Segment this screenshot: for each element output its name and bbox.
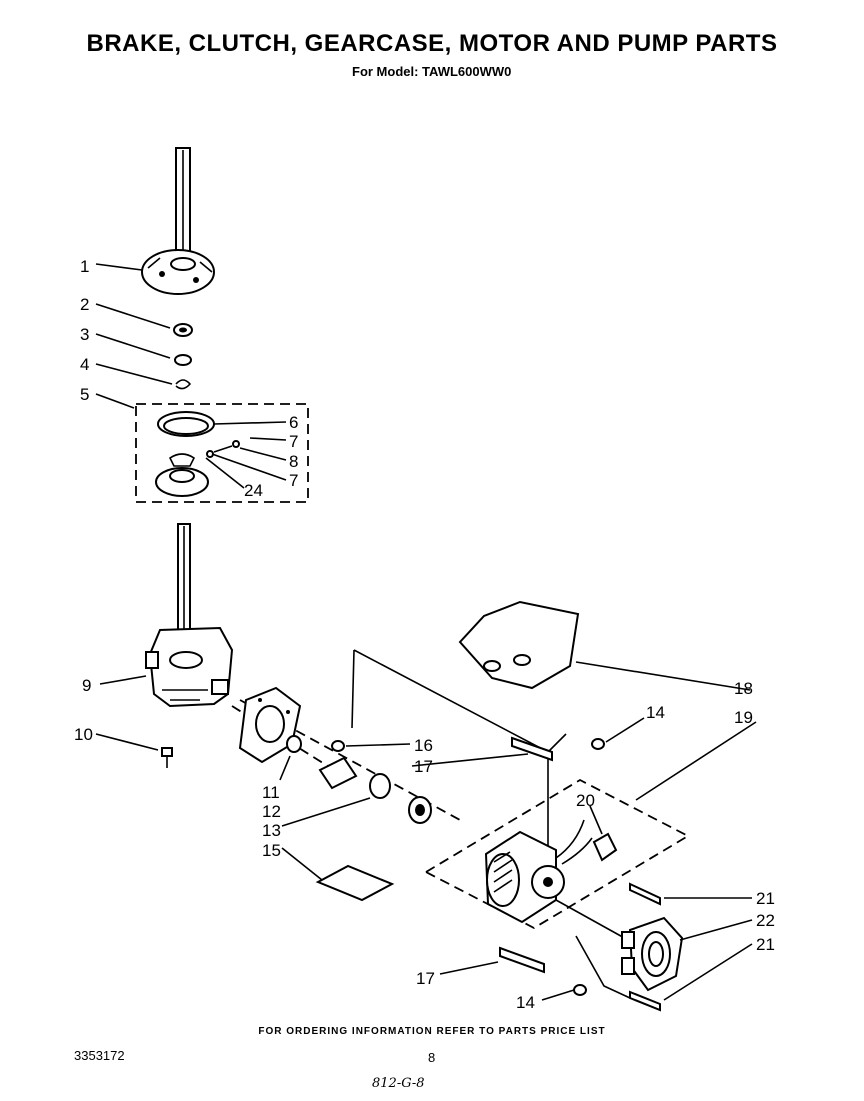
callout-21-upper: 21 [756,889,775,908]
callout-18: 18 [734,679,753,698]
callout-5: 5 [80,385,89,404]
part-2-washer [173,323,193,337]
callout-17-lower: 17 [416,969,435,988]
callout-21-lower: 21 [756,935,775,954]
part-9-gearcase [145,626,234,708]
part-24-brake-drum [155,453,209,497]
part-20-capacitor [592,832,618,862]
pump-mount-lines [555,899,631,999]
leader-lines [95,263,757,1001]
part-1-hub [141,249,215,295]
callout-12: 12 [262,802,281,821]
motor-assembly [484,819,593,924]
part-22-pump [621,916,684,992]
callout-14-lower: 14 [516,993,535,1012]
callout-labels: 1 2 3 4 5 6 7 8 7 24 9 10 11 12 13 15 16… [74,257,775,1012]
callout-14-upper: 14 [646,703,665,722]
part-5-kit-box [135,403,309,503]
part-6-spring-band [157,411,215,437]
callout-24: 24 [244,481,263,500]
part-17-upper-clip [511,736,553,762]
part-13-couplers [318,756,432,824]
part-17-lower-clip [499,946,545,974]
part-14-upper-screw [591,738,605,750]
callout-22: 22 [756,911,775,930]
callout-9: 9 [82,676,91,695]
upper-shaft [175,147,191,259]
callout-10: 10 [74,725,93,744]
callout-6: 6 [289,413,298,432]
page-title: BRAKE, CLUTCH, GEARCASE, MOTOR AND PUMP … [86,30,778,57]
part-3-washer [174,354,192,366]
document-number: 3353172 [74,1048,125,1063]
handwritten-note: 812-G-8 [372,1076,425,1091]
ordering-note: FOR ORDERING INFORMATION REFER TO PARTS … [258,1026,606,1037]
part-21-clips [629,882,661,1012]
callout-4: 4 [80,355,89,374]
part-4-retaining-ring [175,379,192,390]
callout-2: 2 [80,295,89,314]
part-14-lower-screw [573,984,587,996]
callout-15: 15 [262,841,281,860]
callout-19: 19 [734,708,753,727]
callout-13: 13 [262,821,281,840]
callout-17-upper: 17 [414,757,433,776]
model-subtitle: For Model: TAWL600WW0 [352,64,512,79]
callout-7a: 7 [289,432,298,451]
callout-11: 11 [262,783,280,802]
part-11-12-nut [286,735,302,753]
pump-mounting-plate [238,686,302,764]
callout-1: 1 [80,257,89,276]
callout-7b: 7 [289,471,298,490]
part-16-bolt [331,740,345,752]
callout-20: 20 [576,791,595,810]
callout-16: 16 [414,736,433,755]
part-15-gasket [315,864,395,902]
callout-8: 8 [289,452,298,471]
callout-3: 3 [80,325,89,344]
page-number: 8 [428,1050,436,1065]
part-18-shield [458,600,580,690]
drive-shaft [177,523,191,655]
part-10-screw [161,747,173,768]
